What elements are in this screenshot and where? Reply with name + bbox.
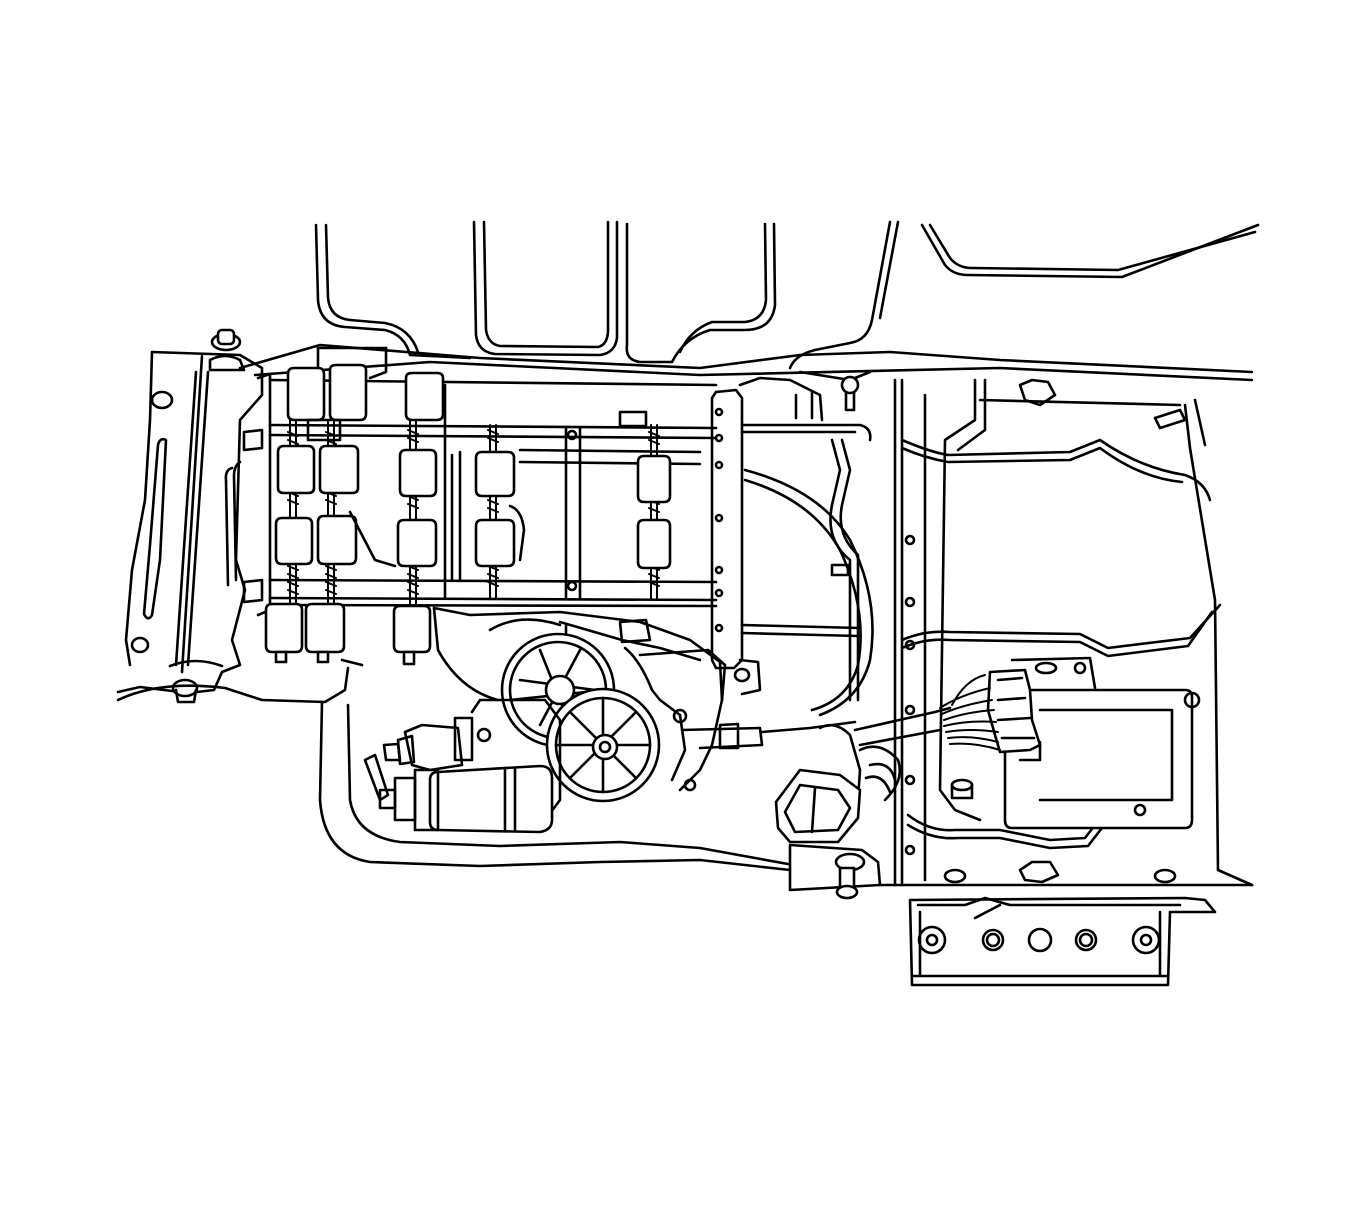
right-seat-frame [840, 375, 1254, 887]
gear-motor-assembly [363, 606, 857, 834]
control-module [939, 656, 1201, 830]
adjuster-cylinders [264, 363, 672, 667]
seat-cushion-pan [238, 220, 1260, 382]
left-end-bracket [116, 328, 350, 704]
connector-bar [710, 376, 872, 696]
front-riser-bracket [908, 896, 1217, 987]
wiring-harness [743, 438, 952, 844]
lower-track [318, 700, 1254, 900]
